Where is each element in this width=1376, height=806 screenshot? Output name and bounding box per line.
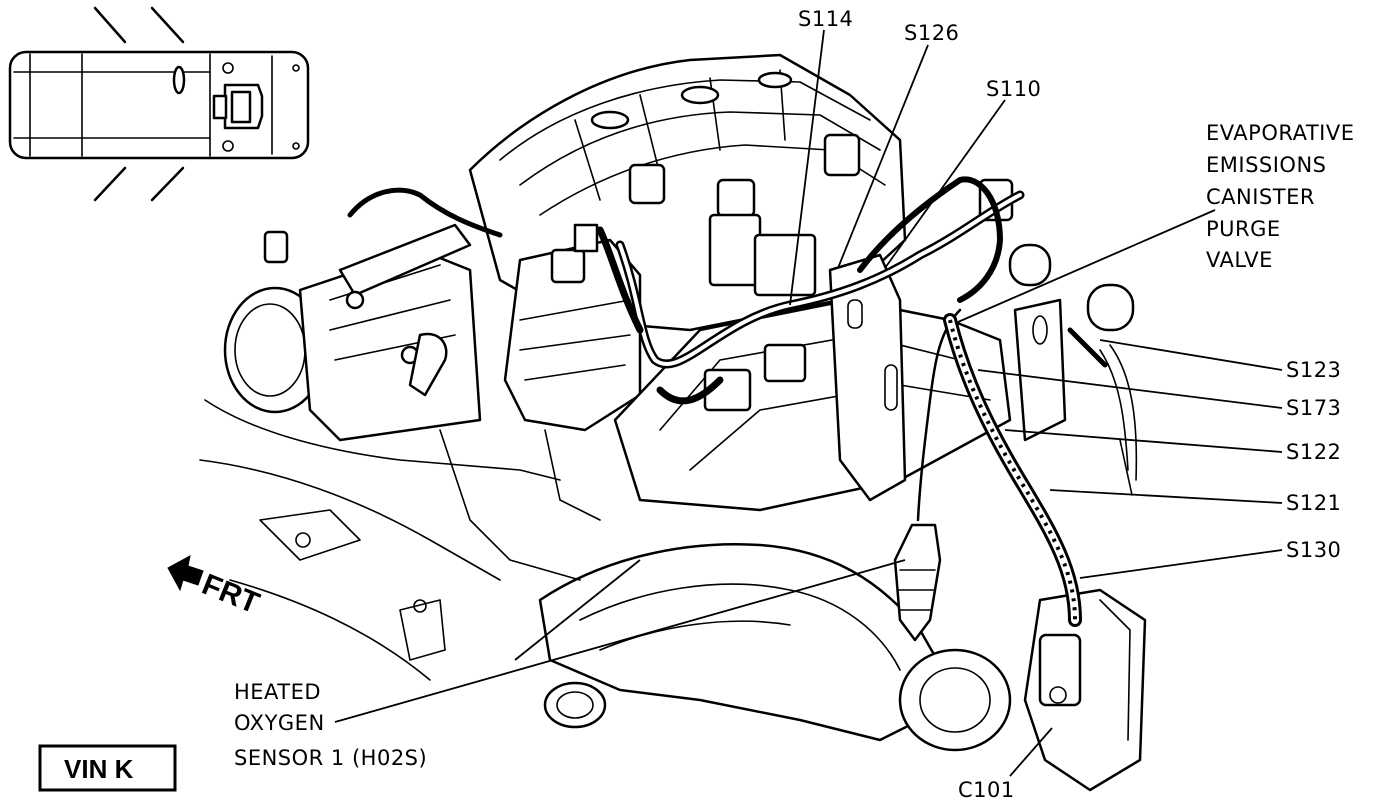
label-ho2s-line1: HEATED <box>234 680 321 704</box>
label-s173: S173 <box>1286 396 1341 420</box>
label-s122: S122 <box>1286 440 1341 464</box>
vin-label: VIN K <box>64 754 134 784</box>
label-evap-line2: EMISSIONS <box>1206 153 1327 177</box>
label-ho2s-line2: OXYGEN <box>234 711 325 735</box>
label-evap-line5: VALVE <box>1206 248 1273 272</box>
label-s130: S130 <box>1286 538 1341 562</box>
callout-labels: S114 S126 S110 EVAPORATIVE EMISSIONS CAN… <box>234 7 1354 802</box>
label-evap-line3: CANISTER <box>1206 185 1315 209</box>
vin-box: VIN K <box>38 744 177 792</box>
engine-illustration <box>199 53 1147 792</box>
label-evap-line4: PURGE <box>1206 217 1281 241</box>
vehicle-top-view-icon <box>8 6 310 202</box>
label-s126: S126 <box>904 21 959 45</box>
label-evap-line1: EVAPORATIVE <box>1206 121 1354 145</box>
front-arrow-icon: FRT <box>167 555 264 620</box>
frt-label: FRT <box>197 568 263 620</box>
label-s121: S121 <box>1286 491 1341 515</box>
label-c101: C101 <box>958 778 1015 802</box>
label-s114: S114 <box>798 7 853 31</box>
label-s110: S110 <box>986 77 1041 101</box>
callout-leaders <box>334 29 1283 777</box>
label-ho2s-line3: SENSOR 1 (H02S) <box>234 746 427 770</box>
label-s123: S123 <box>1286 358 1341 382</box>
